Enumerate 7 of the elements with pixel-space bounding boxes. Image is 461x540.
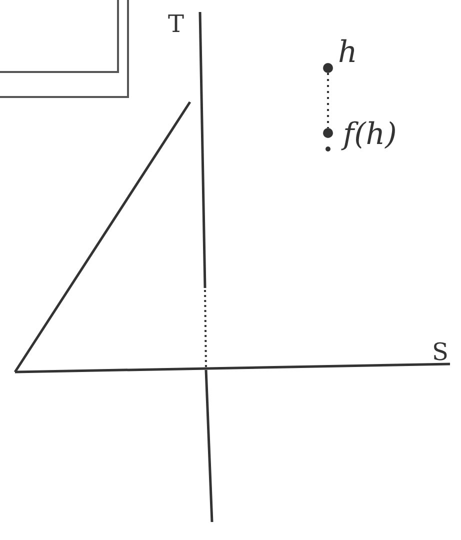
point-label: h (338, 38, 358, 68)
axis-label: T (168, 12, 184, 36)
point-dot (323, 128, 333, 138)
point-label: f(h) (343, 120, 397, 150)
dotted-line (327, 73, 329, 128)
point-dot (323, 63, 333, 73)
axis-label: S (432, 340, 448, 364)
